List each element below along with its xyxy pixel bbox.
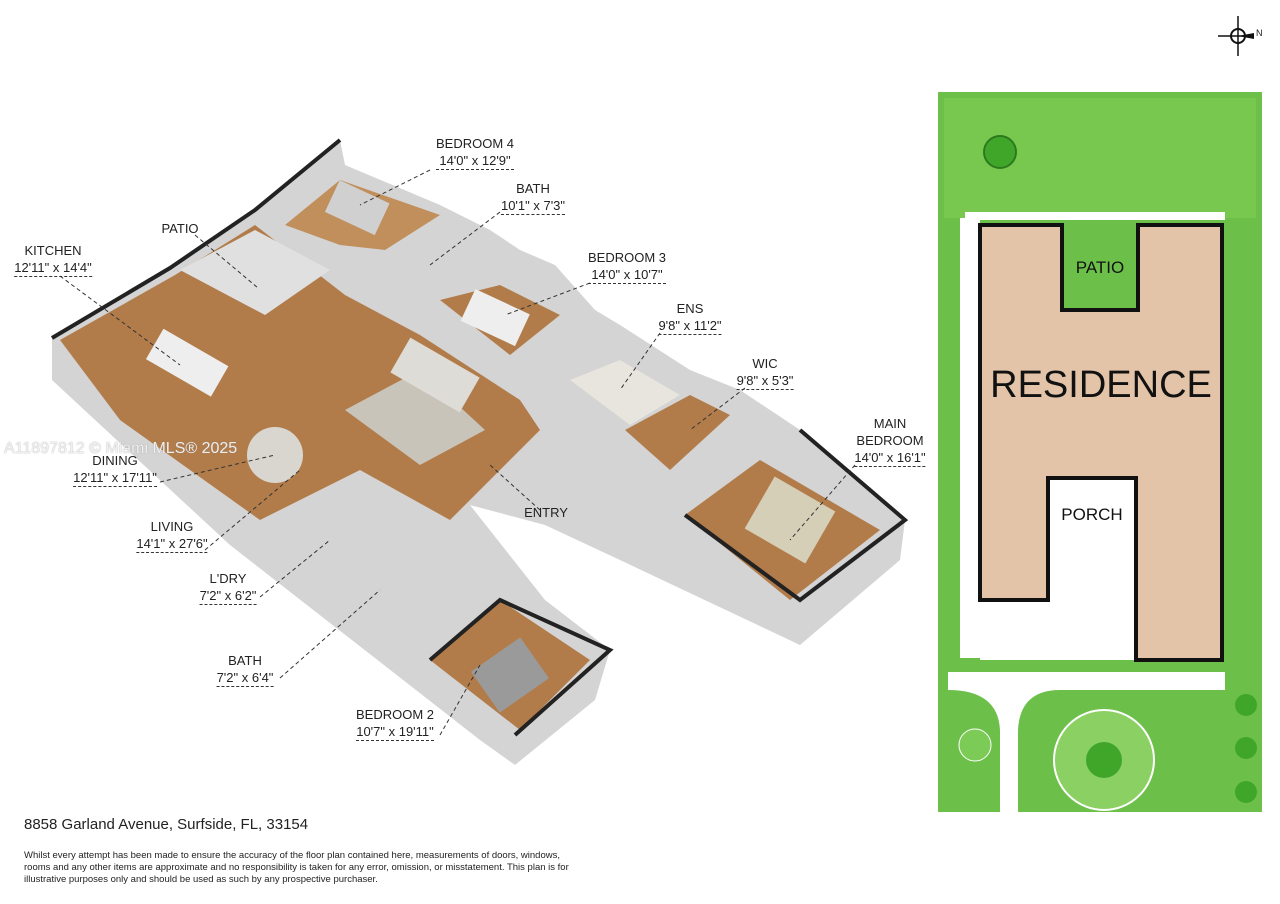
porch-walk	[980, 478, 1136, 660]
dining-table	[247, 427, 303, 483]
exterior-wall-edge	[50, 138, 342, 340]
tree	[983, 135, 1017, 169]
site-residence-label: RESIDENCE	[990, 364, 1212, 406]
bed-4	[324, 180, 390, 236]
exterior-wall-edge-2	[683, 428, 909, 603]
kitchen-island	[145, 328, 229, 397]
site-porch-label: PORCH	[1061, 505, 1123, 524]
tree	[958, 728, 992, 762]
shrub	[1235, 694, 1257, 716]
compass-north-label: N	[1256, 28, 1263, 38]
site-patio-label: PATIO	[1075, 258, 1125, 277]
room-label-patio: PATIO	[161, 221, 199, 236]
patio-floor	[180, 230, 330, 315]
sofa	[390, 337, 480, 413]
compass-icon	[1218, 16, 1254, 56]
bed-2	[471, 637, 549, 713]
compass: N	[1218, 14, 1268, 63]
exterior-wall-edge-3	[428, 597, 614, 737]
bed-main	[744, 476, 836, 564]
property-address: 8858 Garland Avenue, Surfside, FL, 33154	[24, 816, 309, 833]
shrub	[1235, 781, 1257, 803]
floor-plan-3d	[50, 138, 909, 765]
ens-floor	[570, 360, 680, 425]
wic-floor	[625, 395, 730, 470]
walkway	[960, 218, 980, 658]
bed-3	[460, 289, 530, 347]
watermark: A11897812 © Miami MLS® 2025	[4, 440, 238, 457]
tree	[1086, 742, 1122, 778]
living-rug	[345, 370, 485, 465]
driveway	[948, 672, 1225, 812]
residence-footprint	[978, 223, 1224, 662]
room-label-entry: ENTRY	[524, 505, 568, 520]
leader-lines	[59, 169, 856, 736]
site-plan	[938, 92, 1262, 812]
fence	[965, 212, 1225, 220]
disclaimer: Whilst every attempt has been made to en…	[24, 850, 569, 885]
shrub	[1235, 737, 1257, 759]
